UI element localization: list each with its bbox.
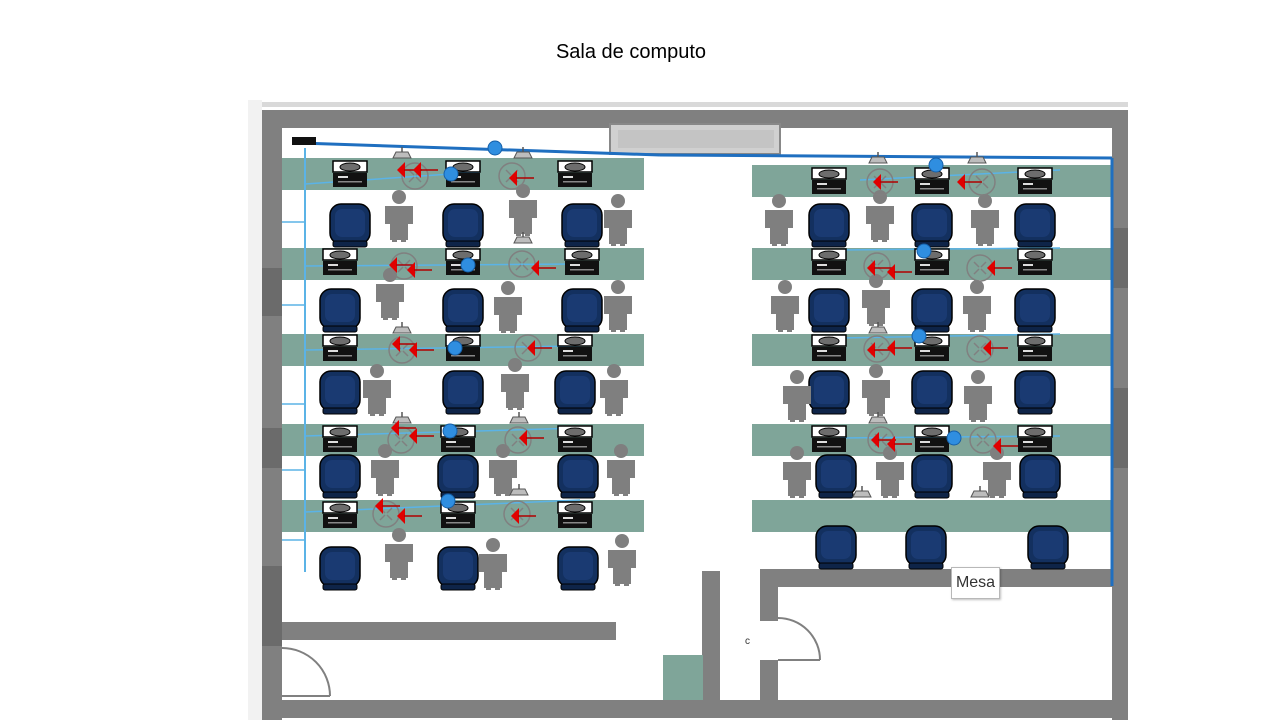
- computer-icon: [811, 248, 847, 276]
- office-chair-icon: [1014, 203, 1056, 248]
- person-icon: [866, 190, 894, 242]
- office-chair-icon: [905, 525, 947, 570]
- network-node-icon: [447, 340, 463, 356]
- person-icon: [385, 528, 413, 580]
- network-node-icon: [442, 423, 458, 439]
- person-icon: [600, 364, 628, 416]
- office-chair-icon: [442, 203, 484, 248]
- access-point-icon: [392, 411, 412, 424]
- office-chair-icon: [442, 370, 484, 415]
- computer-icon: [322, 334, 358, 362]
- office-chair-icon: [319, 288, 361, 333]
- office-chair-icon: [1027, 525, 1069, 570]
- office-chair-icon: [437, 546, 479, 591]
- network-node-icon: [928, 157, 944, 173]
- person-icon: [862, 364, 890, 416]
- office-chair-icon: [1014, 370, 1056, 415]
- computer-icon: [322, 248, 358, 276]
- person-icon: [862, 274, 890, 326]
- office-chair-icon: [557, 454, 599, 499]
- office-chair-icon: [319, 370, 361, 415]
- computer-icon: [557, 501, 593, 529]
- office-chair-icon: [561, 203, 603, 248]
- person-icon: [771, 280, 799, 332]
- computer-icon: [1017, 334, 1053, 362]
- person-icon: [963, 280, 991, 332]
- person-icon: [509, 184, 537, 236]
- computer-icon: [557, 334, 593, 362]
- person-icon: [385, 190, 413, 242]
- office-chair-icon: [911, 454, 953, 499]
- office-chair-icon: [329, 203, 371, 248]
- person-icon: [494, 281, 522, 333]
- office-chair-icon: [319, 546, 361, 591]
- office-chair-icon: [319, 454, 361, 499]
- tooltip-mesa: Mesa: [951, 567, 1000, 599]
- computer-icon: [557, 160, 593, 188]
- office-chair-icon: [911, 288, 953, 333]
- computer-icon: [332, 160, 368, 188]
- office-chair-icon: [1014, 288, 1056, 333]
- access-point-icon: [509, 411, 529, 424]
- computer-icon: [811, 334, 847, 362]
- office-chair-icon: [911, 370, 953, 415]
- network-node-icon: [460, 257, 476, 273]
- computer-icon: [1017, 425, 1053, 453]
- computer-icon: [1017, 167, 1053, 195]
- computer-icon: [811, 425, 847, 453]
- office-chair-icon: [554, 370, 596, 415]
- office-chair-icon: [808, 203, 850, 248]
- network-node-icon: [911, 328, 927, 344]
- office-chair-icon: [437, 454, 479, 499]
- access-point-icon: [970, 485, 990, 498]
- network-node-icon: [916, 243, 932, 259]
- computer-icon: [914, 167, 950, 195]
- computer-icon: [557, 425, 593, 453]
- office-chair-icon: [1019, 454, 1061, 499]
- office-chair-icon: [815, 525, 857, 570]
- person-icon: [604, 280, 632, 332]
- computer-icon: [564, 248, 600, 276]
- person-icon: [783, 370, 811, 422]
- office-chair-icon: [557, 546, 599, 591]
- office-chair-icon: [561, 288, 603, 333]
- person-icon: [971, 194, 999, 246]
- computer-icon: [811, 167, 847, 195]
- network-node-icon: [443, 166, 459, 182]
- door-label: c: [745, 636, 750, 647]
- access-point-icon: [513, 146, 533, 159]
- page-title: Sala de computo: [555, 41, 707, 63]
- office-chair-icon: [442, 288, 484, 333]
- network-node-icon: [440, 493, 456, 509]
- computer-icon: [322, 425, 358, 453]
- person-icon: [604, 194, 632, 246]
- office-chair-icon: [911, 203, 953, 248]
- network-node-icon: [487, 140, 503, 156]
- network-node-icon: [946, 430, 962, 446]
- office-chair-icon: [808, 370, 850, 415]
- computer-icon: [322, 501, 358, 529]
- person-icon: [608, 534, 636, 586]
- access-point-icon: [967, 151, 987, 164]
- computer-icon: [1017, 248, 1053, 276]
- person-icon: [964, 370, 992, 422]
- office-chair-icon: [808, 288, 850, 333]
- access-point-icon: [392, 146, 412, 159]
- person-icon: [765, 194, 793, 246]
- access-point-icon: [868, 151, 888, 164]
- person-icon: [363, 364, 391, 416]
- person-icon: [479, 538, 507, 590]
- access-point-icon: [392, 321, 412, 334]
- computer-icon: [914, 425, 950, 453]
- office-chair-icon: [815, 454, 857, 499]
- access-point-icon: [509, 483, 529, 496]
